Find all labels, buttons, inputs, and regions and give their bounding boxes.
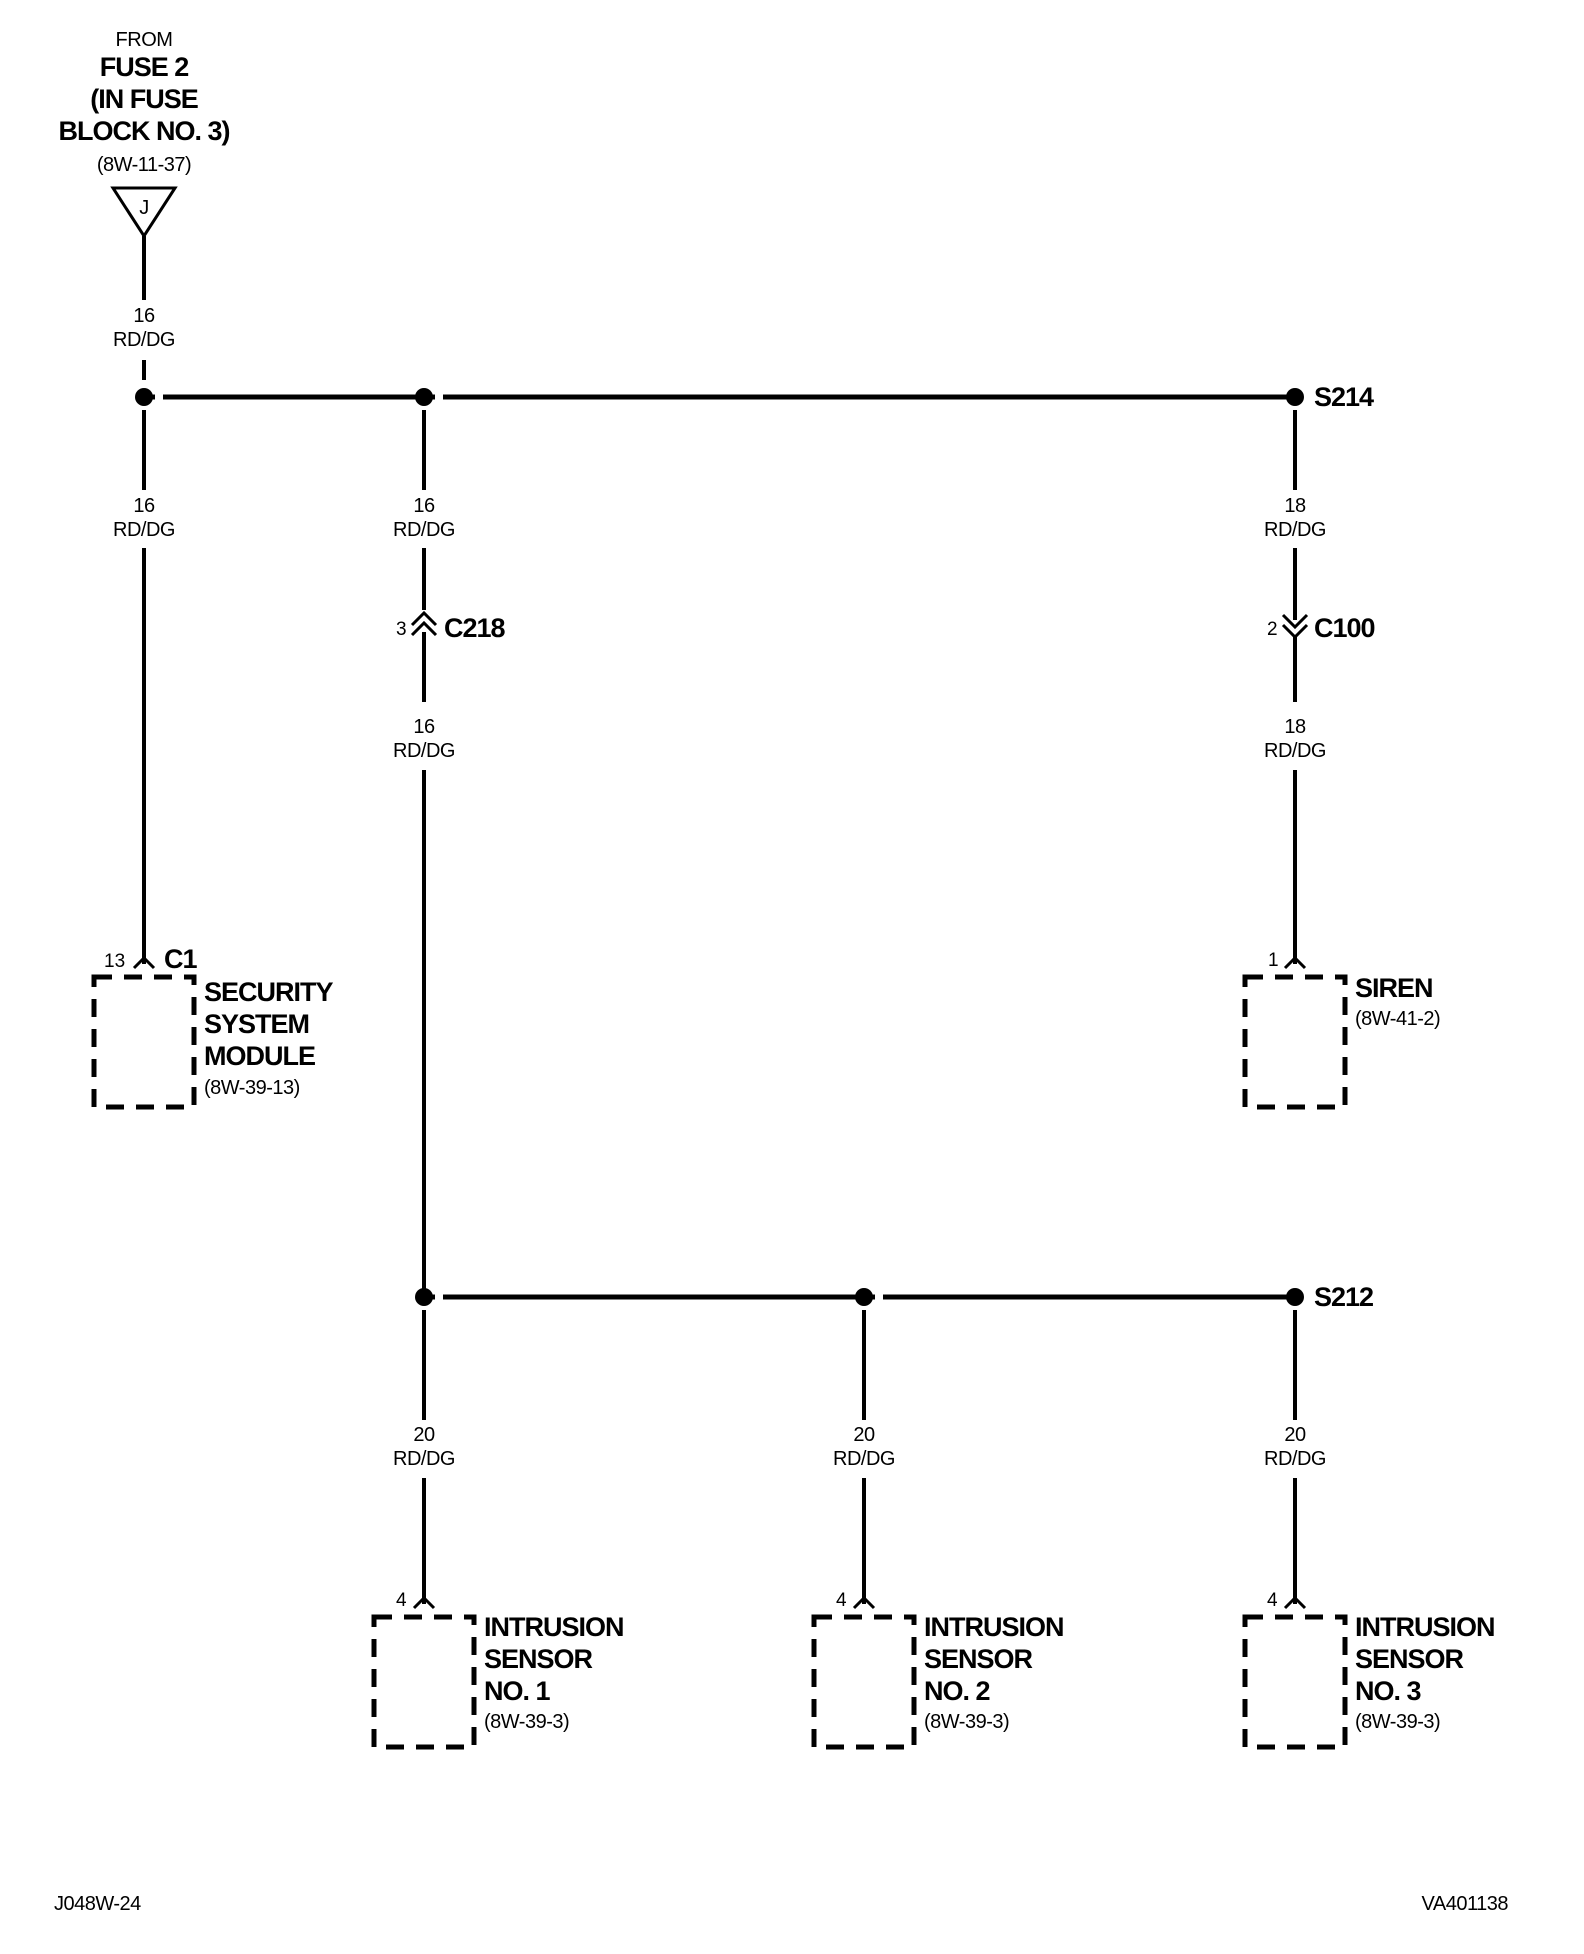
feed-wire-color: RD/DG [113,329,175,351]
security-module-line1: SECURITY [204,977,334,1007]
splice-dot [135,388,153,406]
siren-pin-number: 1 [1268,950,1279,971]
sensor1-line1: INTRUSION [484,1612,624,1642]
c100-upper-gauge: 18 [1284,495,1306,517]
bus-gap [435,1290,443,1304]
source-fuse-block-label: (IN FUSE [90,84,198,114]
siren-pin-icon [1283,955,1307,970]
c218-pin-number: 3 [396,619,407,640]
sensor1-ref: (8W-39-3) [484,1711,569,1733]
security-module-line3: MODULE [204,1041,315,1071]
sensor3-line3: NO. 3 [1355,1676,1422,1706]
sensor2-pin-number: 4 [836,1590,847,1611]
sensor2-line3: NO. 2 [924,1676,990,1706]
footer-left-code: J048W-24 [54,1893,141,1915]
c218-connector-label: C218 [444,613,506,643]
module-pin-icon [132,955,156,970]
sensor3-wire-gauge: 20 [1284,1424,1306,1446]
siren-box [1242,974,1348,1110]
security-module-box [91,974,197,1110]
sensor2-pin-icon [852,1595,876,1610]
bus-gap [875,1290,883,1304]
sensor1-wire-gauge: 20 [413,1424,435,1446]
bus-gap [155,390,163,404]
splice-dot [1286,388,1304,406]
splice-label-s214: S214 [1314,382,1374,412]
sensor3-ref: (8W-39-3) [1355,1711,1440,1733]
splice-dot [415,388,433,406]
splice-dot [855,1288,873,1306]
c100-lower-color: RD/DG [1264,740,1326,762]
sensor2-ref: (8W-39-3) [924,1711,1009,1733]
sensor2-line1: INTRUSION [924,1612,1064,1642]
c100-lower-gauge: 18 [1284,716,1306,738]
sensor3-pin-icon [1283,1595,1307,1610]
sensor1-line3: NO. 1 [484,1676,551,1706]
sensor3-pin-number: 4 [1267,1590,1278,1611]
fuse-source: FROM FUSE 2 (IN FUSE BLOCK NO. 3) (8W-11… [58,29,231,239]
splice-dot [415,1288,433,1306]
sensor2-wire-color: RD/DG [833,1448,895,1470]
sensor3-line1: INTRUSION [1355,1612,1495,1642]
source-fuse-label: FUSE 2 [100,52,189,82]
feed-wire-gauge: 16 [133,305,155,327]
sensor2-line2: SENSOR [924,1644,1033,1674]
module-wire-color: RD/DG [113,519,175,541]
splice-label-s212: S212 [1314,1282,1373,1312]
module-wire-gauge: 16 [133,495,155,517]
c218-connector-icon [410,610,438,637]
source-block-number-label: BLOCK NO. 3) [58,116,229,146]
sensor2-box [811,1614,917,1750]
sensor1-box [371,1614,477,1750]
c100-upper-color: RD/DG [1264,519,1326,541]
source-ref: (8W-11-37) [97,154,191,176]
sensor1-wire-color: RD/DG [393,1448,455,1470]
sensor1-pin-number: 4 [396,1590,407,1611]
module-pin-number: 13 [104,951,125,972]
c218-lower-color: RD/DG [393,740,455,762]
sensor2-wire-gauge: 20 [853,1424,875,1446]
bus-gap [435,390,443,404]
sensor3-wire-color: RD/DG [1264,1448,1326,1470]
sensor1-line2: SENSOR [484,1644,593,1674]
sensor1-pin-icon [412,1595,436,1610]
footer-right-code: VA401138 [1422,1893,1509,1915]
security-module-ref: (8W-39-13) [204,1077,300,1099]
sensor3-box [1242,1614,1348,1750]
c218-upper-color: RD/DG [393,519,455,541]
splice-dot [1286,1288,1304,1306]
terminal-label: J [139,197,149,219]
sensor3-line2: SENSOR [1355,1644,1464,1674]
c218-upper-gauge: 16 [413,495,435,517]
siren-ref: (8W-41-2) [1355,1008,1440,1030]
security-module-line2: SYSTEM [204,1009,309,1039]
c100-pin-number: 2 [1267,619,1278,640]
c218-lower-gauge: 16 [413,716,435,738]
source-from-label: FROM [116,29,173,51]
terminal-triangle-icon [110,186,178,239]
siren-label: SIREN [1355,973,1433,1003]
module-connector-label: C1 [164,944,197,974]
c100-connector-label: C100 [1314,613,1375,643]
